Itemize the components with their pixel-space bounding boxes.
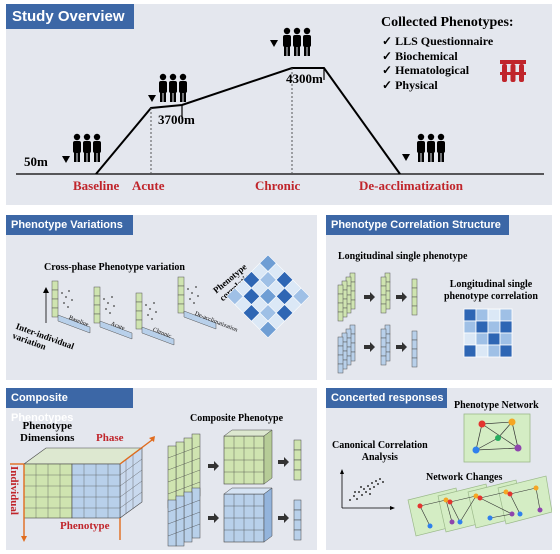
altitude-3700m: 3700m — [158, 112, 195, 127]
check-icon: ✓ — [382, 48, 396, 63]
marker-baseline-icon — [62, 156, 70, 163]
people-chronic-icon — [283, 27, 311, 56]
cca-scatter-icon — [340, 469, 395, 510]
concerted-responses-title: Concerted responses — [326, 388, 447, 408]
test-tubes-icon — [500, 60, 526, 82]
correlation-matrix-3d — [226, 254, 310, 339]
phase-label-chronic: Chronic — [255, 178, 301, 193]
network-changes-label: Network Changes — [426, 472, 503, 483]
check-icon: ✓ — [382, 34, 396, 48]
phenotype-item: ✓ Physical — [382, 77, 438, 92]
phenotype-dimensions-label: Phenotype Dimensions — [20, 420, 75, 444]
check-icon: ✓ — [382, 77, 396, 92]
marker-acute-icon — [148, 95, 156, 102]
people-baseline-icon — [73, 133, 101, 162]
marker-chronic-icon — [270, 40, 278, 47]
phenotype-list: ✓ LLS Questionnaire ✓ Biochemical ✓ Hema… — [382, 34, 493, 92]
blue-stack-2 — [380, 324, 391, 366]
axis-phase-label: Phase — [96, 432, 124, 444]
correlation-structure-panel: Phenotype Correlation Structure Longitud… — [326, 215, 552, 380]
phenotype-network-icon — [463, 413, 531, 463]
green-stack — [337, 272, 356, 322]
altitude-profile — [16, 40, 544, 175]
phenotype-network-label: Phenotype Network — [454, 400, 539, 411]
check-icon: ✓ — [382, 63, 396, 77]
altitude-50m: 50m — [24, 154, 48, 169]
longitudinal-corr-label: Longitudinal single phenotype correlatio… — [444, 279, 538, 302]
blue-grid-stack — [167, 487, 201, 547]
phase-block-acute — [93, 286, 133, 340]
phenotype-cube — [10, 436, 155, 542]
phenotype-variations-title: Phenotype Variations — [6, 215, 133, 235]
phenotype-item: ✓ LLS Questionnaire — [382, 34, 494, 48]
phase-label-baseline: Baseline — [73, 178, 120, 193]
composite-phenotypes-title: Composite Phenotypes — [6, 388, 133, 424]
cross-phase-label: Cross-phase Phenotype variation — [44, 262, 185, 273]
collected-phenotypes-title: Collected Phenotypes: — [381, 15, 514, 30]
altitude-4300m: 4300m — [286, 71, 323, 86]
phase-block-chronic — [135, 292, 175, 346]
composite-diagram — [167, 429, 302, 547]
phenotype-item: ✓ Biochemical — [382, 48, 458, 63]
correlation-structure-title: Phenotype Correlation Structure — [326, 215, 509, 235]
phase-label-deacclimatization: De-acclimatization — [359, 178, 463, 193]
concerted-responses-panel: Concerted responses Phenotype Network Ca… — [326, 388, 552, 550]
cca-label: Canonical Correlation Analysis — [332, 440, 428, 463]
composite-phenotypes-panel: Composite Phenotypes Phenotype Dimension… — [6, 388, 317, 550]
people-deacclimatization-icon — [417, 133, 445, 162]
phase-block-baseline — [51, 280, 91, 334]
longitudinal-correlation-matrix — [463, 308, 513, 358]
people-acute-icon — [159, 73, 187, 102]
study-overview-panel: Study Overview — [6, 4, 552, 205]
phase-variation-diagram — [43, 276, 217, 346]
phenotype-variations-panel: Phenotype Variations Cross-phase Phenoty… — [6, 215, 317, 380]
network-changes-icon — [407, 475, 552, 537]
green-stack-2 — [380, 272, 391, 314]
study-overview-title: Study Overview — [6, 4, 134, 29]
phenotype-item: ✓ Hematological — [382, 63, 470, 77]
green-grid-combined — [223, 429, 273, 485]
longitudinal-label: Longitudinal single phenotype — [338, 251, 468, 262]
axis-phenotype-label: Phenotype — [60, 520, 110, 532]
phase-label-acute: Acute — [132, 178, 165, 193]
blue-grid-combined — [223, 487, 273, 543]
composite-phenotype-label: Composite Phenotype — [190, 413, 284, 424]
green-grid-stack — [167, 433, 201, 509]
phase-block-deacclimatization — [177, 276, 217, 330]
marker-deacclim-icon — [402, 154, 410, 161]
longitudinal-diagram — [337, 272, 418, 374]
blue-stack — [337, 324, 356, 374]
